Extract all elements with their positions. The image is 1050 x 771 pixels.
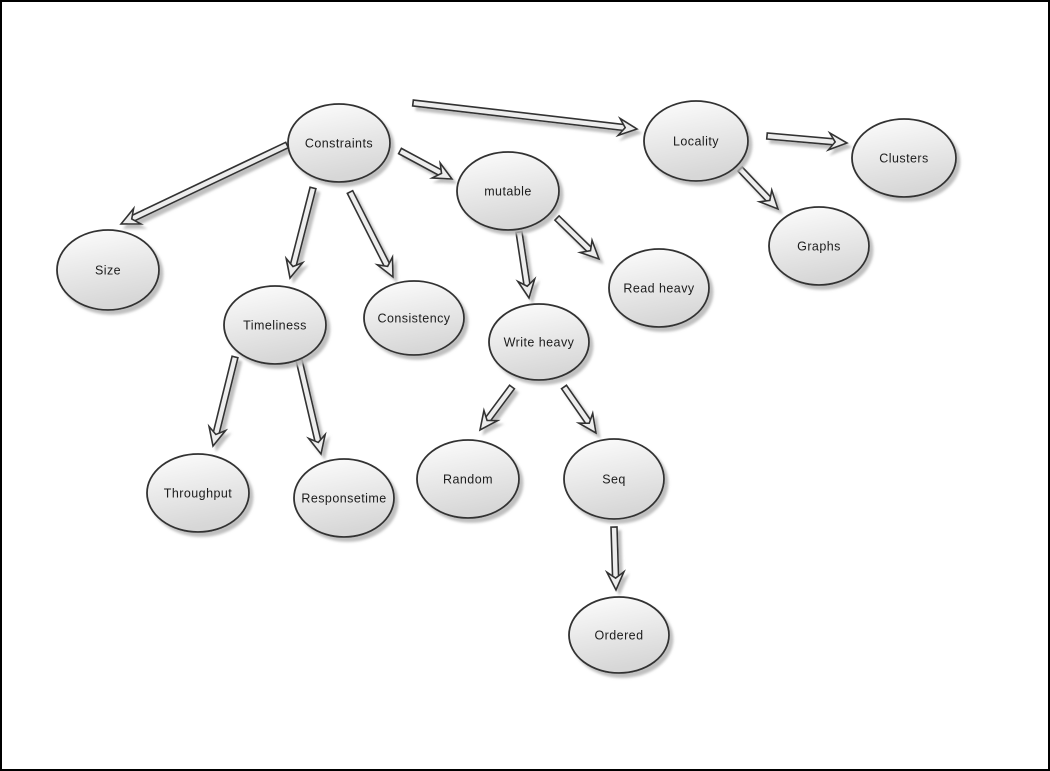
node-label: Throughput (164, 487, 233, 501)
node-label: Consistency (377, 312, 450, 326)
edge-write-heavy-random (478, 384, 516, 432)
arrow-shaft (397, 147, 445, 178)
node-random: Random (416, 439, 520, 519)
edge-write-heavy-seq (560, 384, 598, 435)
arrow-shaft (129, 141, 290, 223)
node-ellipse (568, 596, 670, 674)
arrow-shaft (765, 132, 837, 146)
node-size: Size (56, 229, 160, 311)
node-label: Seq (602, 473, 626, 487)
node-constraints: Constraints (287, 103, 391, 183)
node-label: Locality (673, 135, 719, 149)
node-clusters: Clusters (851, 118, 957, 198)
node-label: Constraints (305, 137, 373, 151)
arrow-shaft (483, 384, 516, 424)
arrow-shaft (736, 165, 774, 204)
edge-locality-graphs (736, 165, 780, 211)
arrow-shaft (289, 186, 317, 269)
node-ellipse (851, 118, 957, 198)
node-ellipse (56, 229, 160, 311)
edge-mutable-write-heavy (515, 230, 537, 300)
arrow-head (478, 407, 501, 432)
node-ellipse (456, 151, 560, 231)
edge-constraints-locality (411, 99, 639, 138)
node-label: Random (443, 473, 493, 487)
edge-mutable-read-heavy (553, 214, 601, 261)
arrow-head (575, 410, 598, 435)
node-label: mutable (484, 185, 532, 199)
node-label: Ordered (594, 629, 643, 643)
arrow-head (825, 130, 849, 152)
node-consistency: Consistency (363, 280, 465, 356)
node-label: Write heavy (504, 336, 575, 350)
node-ellipse (416, 439, 520, 519)
edge-constraints-mutable (397, 147, 454, 180)
arrow-head (207, 423, 229, 448)
node-ordered: Ordered (568, 596, 670, 674)
arrow-head (576, 237, 601, 261)
edge-seq-ordered (604, 526, 626, 592)
edge-timeliness-responsetime (295, 358, 327, 456)
node-ellipse (608, 248, 710, 328)
node-throughput: Throughput (146, 453, 250, 533)
node-ellipse (287, 103, 391, 183)
arrow-head (284, 255, 306, 280)
arrow-head (306, 431, 327, 456)
edge-locality-clusters (765, 130, 849, 152)
arrow-shaft (346, 189, 392, 269)
arrow-shaft (553, 214, 594, 254)
edge-constraints-consistency (346, 189, 394, 279)
edge-timeliness-throughput (207, 355, 239, 448)
edge-constraints-size (119, 141, 290, 225)
arrow-head (515, 276, 537, 300)
arrow-head (615, 116, 639, 138)
arrow-head (119, 205, 145, 225)
node-responsetime: Responsetime (293, 458, 395, 538)
node-ellipse (146, 453, 250, 533)
node-locality: Locality (643, 100, 749, 182)
node-ellipse (643, 100, 749, 182)
node-label: Clusters (879, 152, 928, 166)
node-ellipse (293, 458, 395, 538)
node-write-heavy: Write heavy (488, 303, 590, 381)
node-graphs: Graphs (768, 206, 870, 286)
arrow-shaft (515, 230, 532, 288)
node-read-heavy: Read heavy (608, 248, 710, 328)
node-label: Read heavy (623, 282, 695, 296)
node-ellipse (768, 206, 870, 286)
arrow-shaft (560, 384, 593, 427)
node-ellipse (223, 285, 327, 365)
arrow-head (604, 569, 626, 592)
node-label: Graphs (797, 240, 841, 254)
node-label: Timeliness (243, 319, 307, 333)
node-mutable: mutable (456, 151, 560, 231)
node-label: Size (95, 264, 121, 278)
arrow-head (428, 160, 454, 180)
node-timeliness: Timeliness (223, 285, 327, 365)
arrow-shaft (411, 99, 627, 132)
node-ellipse (488, 303, 590, 381)
edge-layer (119, 99, 849, 592)
arrow-shaft (610, 526, 620, 580)
arrow-head (756, 186, 780, 211)
edge-constraints-timeliness (284, 186, 317, 280)
node-seq: Seq (563, 438, 665, 520)
node-ellipse (563, 438, 665, 520)
node-label: Responsetime (301, 492, 386, 506)
arrow-head (374, 253, 394, 279)
node-ellipse (363, 280, 465, 356)
arrow-shaft (211, 355, 239, 437)
arrow-shaft (295, 358, 323, 445)
